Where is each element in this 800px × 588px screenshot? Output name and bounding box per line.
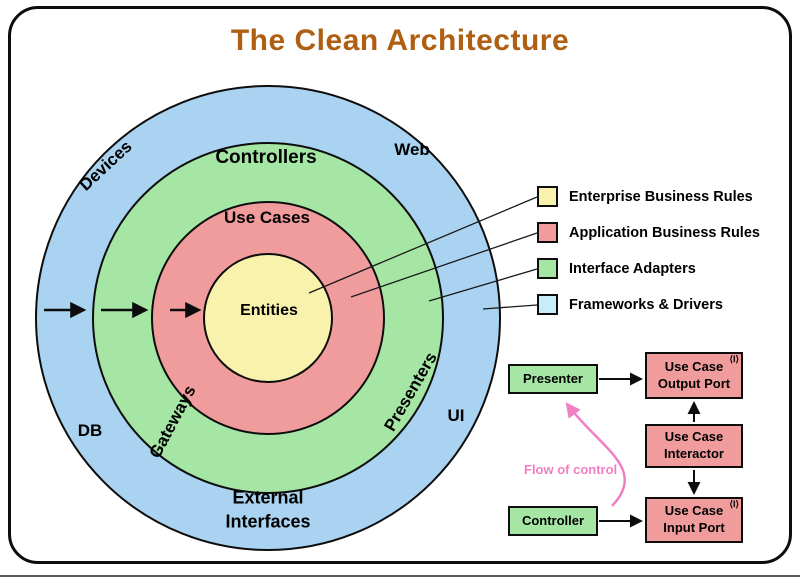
legend-label: Interface Adapters [569, 260, 696, 277]
box-text: Use Case Output Port [657, 358, 731, 391]
interface-marker-icon: ⟨I⟩ [729, 354, 739, 364]
label-flow-of-control: Flow of control [524, 462, 618, 477]
legend-row-enterprise-business-rules: Enterprise Business Rules [537, 186, 760, 207]
label-db: DB [77, 421, 103, 440]
label-entities: Entities [240, 302, 298, 319]
label-use-cases: Use Cases [223, 208, 311, 227]
box-use-case-output-port: Use Case Output Port ⟨I⟩ [645, 352, 743, 399]
box-presenter: Presenter [508, 364, 598, 394]
legend-label: Application Business Rules [569, 224, 760, 241]
diagram-title: The Clean Architecture [230, 24, 570, 57]
label-external-interfaces: External Interfaces [225, 487, 311, 532]
label-ui: UI [447, 406, 465, 425]
box-use-case-input-port: Use Case Input Port ⟨I⟩ [645, 497, 743, 543]
bottom-divider [0, 575, 800, 577]
box-text: Use Case Interactor [664, 429, 724, 461]
legend-row-application-business-rules: Application Business Rules [537, 222, 760, 243]
legend-swatch-green [537, 258, 558, 279]
legend-label: Frameworks & Drivers [569, 296, 723, 313]
legend-swatch-cyan [537, 294, 558, 315]
legend-label: Enterprise Business Rules [569, 188, 753, 205]
legend: Enterprise Business Rules Application Bu… [537, 186, 760, 330]
label-web: Web [394, 140, 430, 159]
box-text: Use Case Input Port [663, 503, 725, 535]
box-use-case-interactor: Use Case Interactor [645, 424, 743, 468]
interface-marker-icon: ⟨I⟩ [729, 499, 739, 509]
legend-row-frameworks-drivers: Frameworks & Drivers [537, 294, 760, 315]
legend-row-interface-adapters: Interface Adapters [537, 258, 760, 279]
legend-swatch-pink [537, 222, 558, 243]
box-controller: Controller [508, 506, 598, 536]
label-controllers: Controllers [215, 147, 317, 168]
legend-swatch-yellow [537, 186, 558, 207]
